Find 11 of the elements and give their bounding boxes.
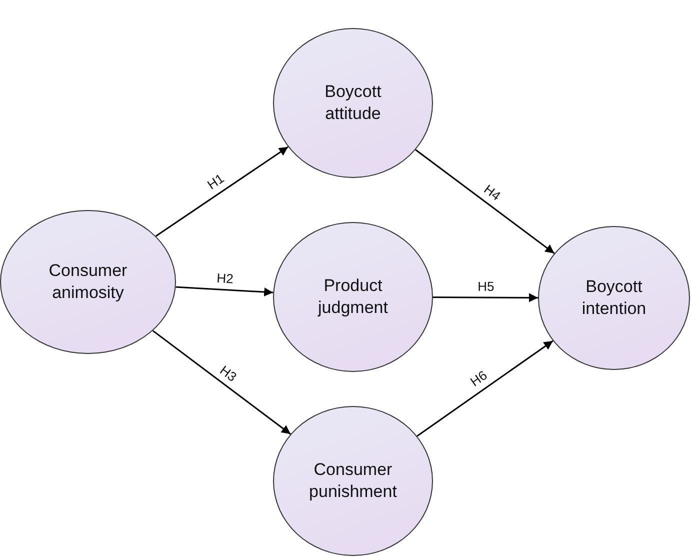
arrow — [433, 293, 538, 302]
construct-label: Product judgment — [316, 274, 389, 319]
arrow — [152, 330, 291, 435]
construct-label: Boycott intention — [580, 276, 648, 320]
construct-label: Boycott attitude — [324, 80, 382, 125]
arrow — [416, 340, 554, 437]
construct-label: Consumer punishment — [308, 458, 398, 503]
construct-label: Consumer animosity — [48, 260, 128, 304]
arrow — [176, 286, 274, 296]
arrow — [415, 149, 555, 254]
arrow — [155, 146, 289, 237]
